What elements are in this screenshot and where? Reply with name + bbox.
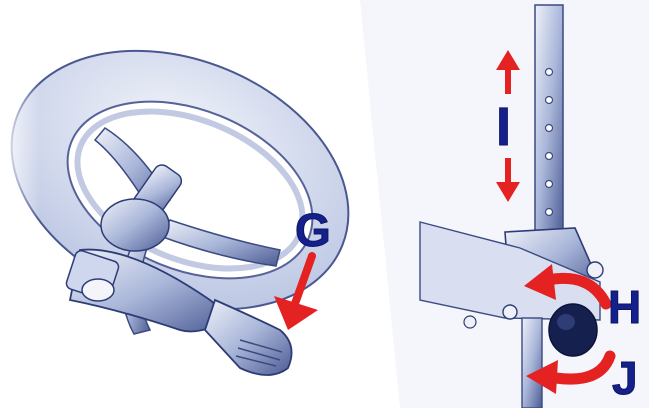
lower-tube xyxy=(522,318,542,408)
callout-label-i: I xyxy=(496,100,511,154)
callout-label-j: J xyxy=(612,355,638,401)
wheel-hub xyxy=(101,199,169,251)
callout-label-h: H xyxy=(608,284,641,330)
scale-rail xyxy=(535,5,563,240)
adjustment-knob xyxy=(549,304,597,356)
callout-label-g: G xyxy=(295,207,331,253)
crank-handle xyxy=(205,300,292,375)
